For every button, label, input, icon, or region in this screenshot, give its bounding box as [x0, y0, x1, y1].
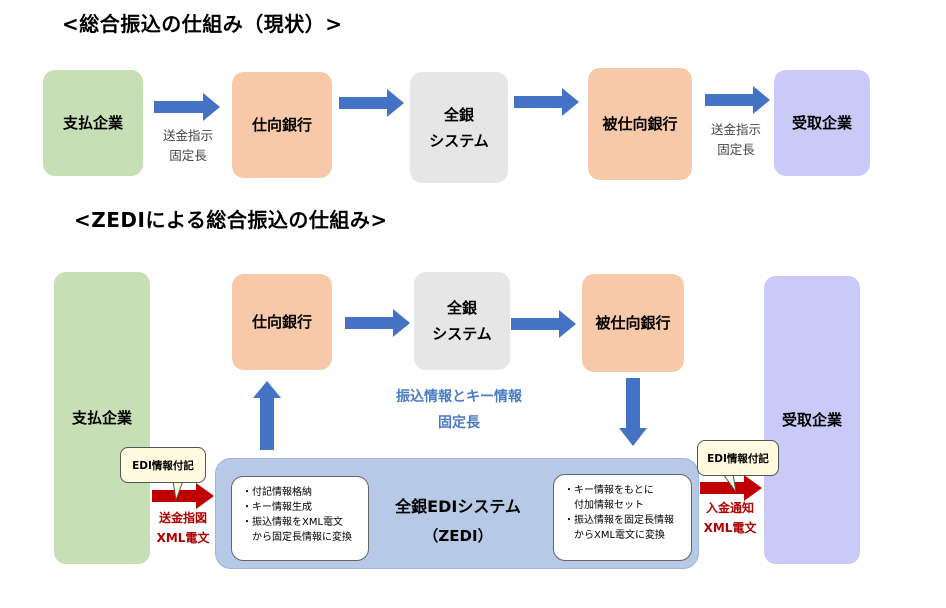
arrow-recvbank-to-payee [705, 86, 770, 114]
arrow-zedi-up-to-bank [253, 381, 281, 450]
arrow-recvbank-down-to-zedi [619, 378, 647, 446]
zedi-system-panel: 全銀EDIシステム （ZEDI） ・付記情報格納 ・キー情報生成 ・振込情報をX… [215, 458, 699, 569]
zengin-system-box-zedi: 全銀 システム [414, 272, 510, 370]
receiving-bank-box-zedi: 被仕向銀行 [582, 274, 684, 372]
remit-order-xml-label: 送金指図 XML電文 [156, 511, 210, 545]
edi-annotation-bubble-left: EDI情報付記 [120, 447, 206, 483]
receiving-bank-box: 被仕向銀行 [588, 68, 692, 180]
payment-notice-xml-label: 入金通知 XML電文 [703, 501, 757, 535]
arrow-zengin-to-recvbank-zedi [511, 310, 576, 338]
edi-annotation-bubble-right: EDI情報付記 [697, 440, 779, 476]
section1-title: <総合振込の仕組み（現状）> [62, 12, 343, 36]
payee-company-box: 受取企業 [774, 70, 870, 176]
zengin-system-box: 全銀 システム [410, 72, 508, 183]
arrow-payer-to-bank [154, 93, 220, 121]
arrow-bank-to-zengin [339, 89, 404, 117]
red-arrow-payer-to-zedi [152, 483, 214, 509]
zedi-left-process-box: ・付記情報格納 ・キー情報生成 ・振込情報をXML電文 から固定長情報に変換 [231, 476, 369, 561]
payee-company-box-zedi: 受取企業 [764, 276, 860, 564]
zedi-title: 全銀EDIシステム [395, 497, 521, 516]
payer-company-box: 支払企業 [43, 70, 143, 176]
remitting-bank-box: 仕向銀行 [232, 72, 332, 178]
zedi-right-process-box: ・キー情報をもとに 付加情報セット ・振込情報を固定長情報 からXML電文に変換 [553, 474, 692, 561]
payer-company-box-zedi: 支払企業 [54, 272, 150, 564]
section2-title: <ZEDIによる総合振込の仕組み> [74, 208, 388, 232]
remit-instruction-label-right: 送金指示 固定長 [710, 122, 761, 157]
red-arrow-zedi-to-payee [700, 475, 762, 501]
remit-instruction-label-left: 送金指示 固定長 [162, 128, 213, 163]
remitting-bank-box-zedi: 仕向銀行 [232, 274, 332, 370]
arrow-bank-to-zengin-zedi [345, 309, 410, 337]
zedi-subtitle: （ZEDI） [423, 527, 493, 545]
arrow-zengin-to-recvbank [514, 88, 579, 116]
transfer-key-info-label: 振込情報とキー情報 固定長 [396, 389, 522, 431]
